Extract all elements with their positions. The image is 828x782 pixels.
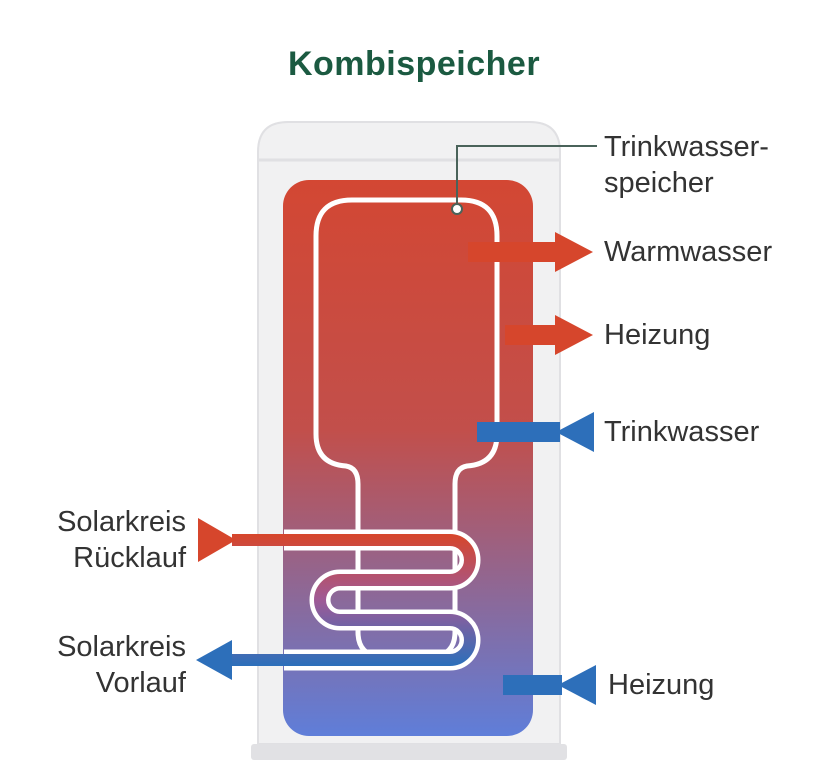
diagram-title: Kombispeicher xyxy=(287,45,541,83)
solar-ruecklauf-arrowhead xyxy=(198,518,236,562)
label-trinkwasser: Trinkwasser xyxy=(604,416,760,448)
heizung-top-arrow xyxy=(505,315,593,355)
label-solarkreis-vorlauf-line2: Vorlauf xyxy=(95,667,186,699)
label-solarkreis-ruecklauf-line2: Rücklauf xyxy=(73,542,186,574)
label-trinkwasserspeicher-line1: Trinkwasser- xyxy=(604,131,769,163)
label-heizung-top: Heizung xyxy=(604,319,711,351)
label-solarkreis-vorlauf-line1: Solarkreis xyxy=(57,631,186,663)
warmwasser-arrow xyxy=(468,232,593,272)
solar-coil xyxy=(232,534,476,666)
label-trinkwasserspeicher: Trinkwasser- speicher xyxy=(604,129,769,201)
inner-tank-leader-line xyxy=(456,145,597,203)
heizung-bottom-arrow xyxy=(503,665,596,705)
solar-vorlauf-arrowhead xyxy=(196,640,232,680)
label-solarkreis-vorlauf: Solarkreis Vorlauf xyxy=(57,629,186,701)
tank-base xyxy=(251,744,567,760)
label-solarkreis-ruecklauf-line1: Solarkreis xyxy=(57,506,186,538)
label-heizung-bottom: Heizung xyxy=(608,669,715,701)
inner-tank-outline xyxy=(313,197,500,659)
label-trinkwasserspeicher-line2: speicher xyxy=(604,167,714,199)
inner-tank-leader-dot xyxy=(451,203,463,215)
trinkwasser-arrow xyxy=(477,412,594,452)
label-warmwasser: Warmwasser xyxy=(604,236,773,268)
label-solarkreis-ruecklauf: Solarkreis Rücklauf xyxy=(57,504,186,576)
buffer-water-gradient xyxy=(283,180,533,736)
